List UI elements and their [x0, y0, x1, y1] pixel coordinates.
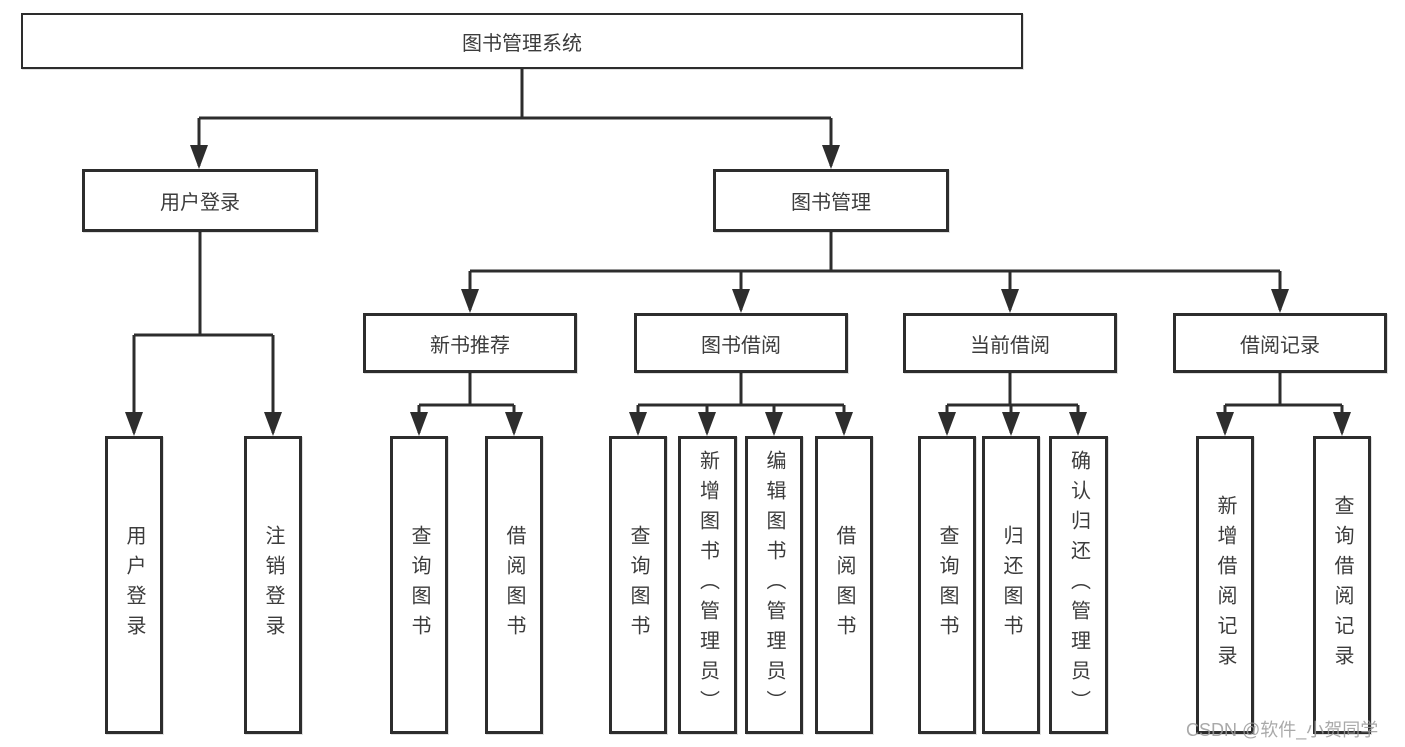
node-label: 查询图书	[936, 525, 958, 645]
arrow-down-icon	[938, 412, 956, 436]
arrow-down-icon	[1216, 412, 1234, 436]
node-label: 借阅图书	[833, 525, 855, 645]
leaf-user-login: 用户登录	[105, 436, 163, 734]
node-borrow-records: 借阅记录	[1173, 313, 1387, 373]
node-book-borrow: 图书借阅	[634, 313, 848, 373]
node-label: 用户登录	[123, 525, 145, 645]
node-label: 当前借阅	[970, 334, 1050, 357]
leaf-recommend-borrow-book: 借阅图书	[485, 436, 543, 734]
arrow-down-icon	[835, 412, 853, 436]
node-label: 新增借阅记录	[1214, 495, 1236, 675]
arrow-down-icon	[1069, 412, 1087, 436]
node-label: 新增图书（管理员）	[696, 450, 719, 720]
node-root-system: 图书管理系统	[21, 13, 1023, 69]
leaf-edit-book-admin: 编辑图书（管理员）	[745, 436, 803, 734]
node-label: 查询图书	[627, 525, 649, 645]
arrow-down-icon	[1333, 412, 1351, 436]
leaf-confirm-return-admin: 确认归还（管理员）	[1049, 436, 1108, 734]
arrow-down-icon	[822, 145, 840, 169]
leaf-current-query-book: 查询图书	[918, 436, 976, 734]
leaf-recommend-query-book: 查询图书	[390, 436, 448, 734]
leaf-add-book-admin: 新增图书（管理员）	[678, 436, 737, 734]
arrow-down-icon	[190, 145, 208, 169]
node-book-management: 图书管理	[713, 169, 949, 232]
node-label: 图书管理系统	[462, 32, 582, 55]
connector-lines	[132, 69, 1344, 433]
node-label: 图书借阅	[701, 334, 781, 357]
node-label: 归还图书	[1000, 525, 1022, 645]
node-user-login: 用户登录	[82, 169, 318, 232]
arrow-down-icon	[125, 412, 143, 436]
node-label: 用户登录	[160, 192, 240, 214]
leaf-borrow-book: 借阅图书	[815, 436, 873, 734]
arrow-down-icon	[410, 412, 428, 436]
arrow-down-icon	[461, 289, 479, 313]
arrow-down-icon	[264, 412, 282, 436]
node-label: 注销登录	[262, 525, 284, 645]
node-label: 查询借阅记录	[1331, 495, 1353, 675]
node-label: 确认归还（管理员）	[1067, 450, 1090, 720]
node-label: 编辑图书（管理员）	[763, 450, 785, 720]
node-new-book-recommend: 新书推荐	[363, 313, 577, 373]
arrow-down-icon	[629, 412, 647, 436]
arrow-down-icon	[1001, 289, 1019, 313]
node-label: 查询图书	[408, 525, 430, 645]
node-current-borrow: 当前借阅	[903, 313, 1117, 373]
arrow-down-icon	[505, 412, 523, 436]
node-label: 借阅图书	[503, 525, 525, 645]
csdn-watermark: CSDN @软件_小贺同学	[1186, 720, 1379, 740]
leaf-query-borrow-record: 查询借阅记录	[1313, 436, 1371, 734]
leaf-add-borrow-record: 新增借阅记录	[1196, 436, 1254, 734]
node-label: 新书推荐	[430, 334, 510, 357]
leaf-return-book: 归还图书	[982, 436, 1040, 734]
arrow-down-icon	[1002, 412, 1020, 436]
arrow-down-icon	[732, 289, 750, 313]
node-label: 图书管理	[791, 192, 871, 214]
leaf-logout: 注销登录	[244, 436, 302, 734]
arrow-down-icon	[1271, 289, 1289, 313]
arrow-down-icon	[698, 412, 716, 436]
arrow-down-icon	[765, 412, 783, 436]
leaf-borrow-query-book: 查询图书	[609, 436, 667, 734]
node-label: 借阅记录	[1240, 334, 1320, 357]
arrowheads	[125, 145, 1351, 436]
